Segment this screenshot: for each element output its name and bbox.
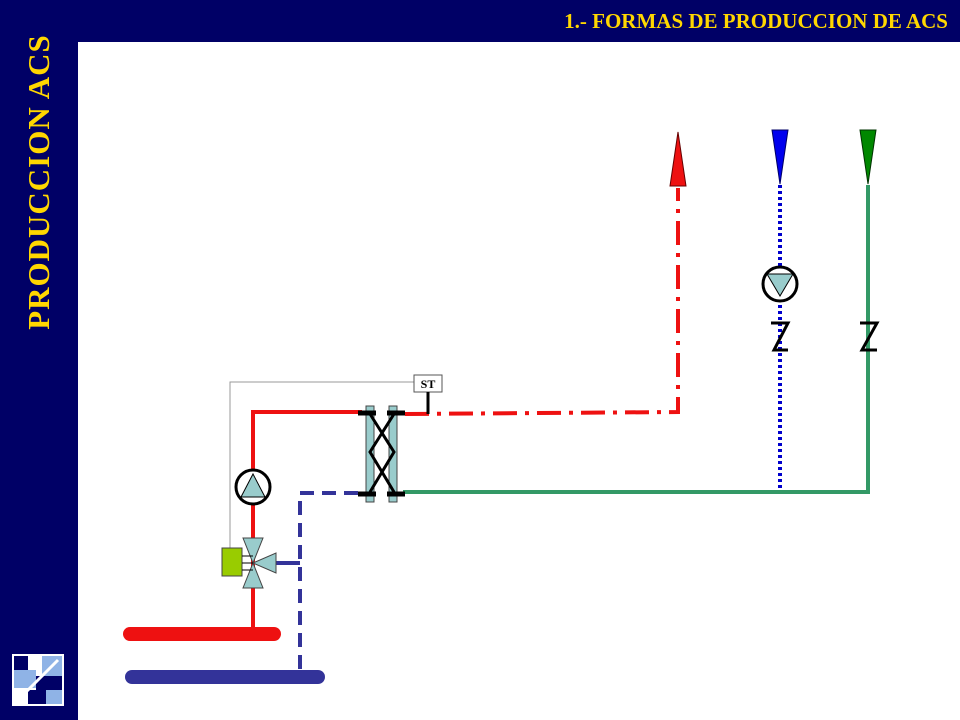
left-sidebar [0, 0, 78, 720]
flow-arrow-icon [771, 129, 789, 185]
check-valve-icon [771, 321, 791, 352]
circulation-pump-icon [234, 468, 272, 506]
logo-icon [12, 654, 64, 706]
page-title: 1.- FORMAS DE PRODUCCION DE ACS [564, 9, 948, 33]
flow-arrow-icon [669, 131, 687, 187]
primary-return-pipe [298, 491, 358, 672]
circulation-pump-icon [761, 265, 799, 303]
acs-hot-outlet-pipe [404, 188, 680, 416]
temperature-sensor [413, 374, 443, 414]
header-bar [0, 0, 960, 42]
sensor-signal-line [229, 381, 416, 548]
primary-hot-pipe [251, 410, 362, 590]
three-way-valve-icon [221, 537, 277, 589]
cold-supply-pipe [403, 185, 870, 494]
flow-arrow-icon [859, 129, 877, 185]
sensor-label: ST [421, 377, 436, 391]
heat-exchanger-icon [358, 405, 405, 503]
check-valve-icon [859, 321, 880, 352]
